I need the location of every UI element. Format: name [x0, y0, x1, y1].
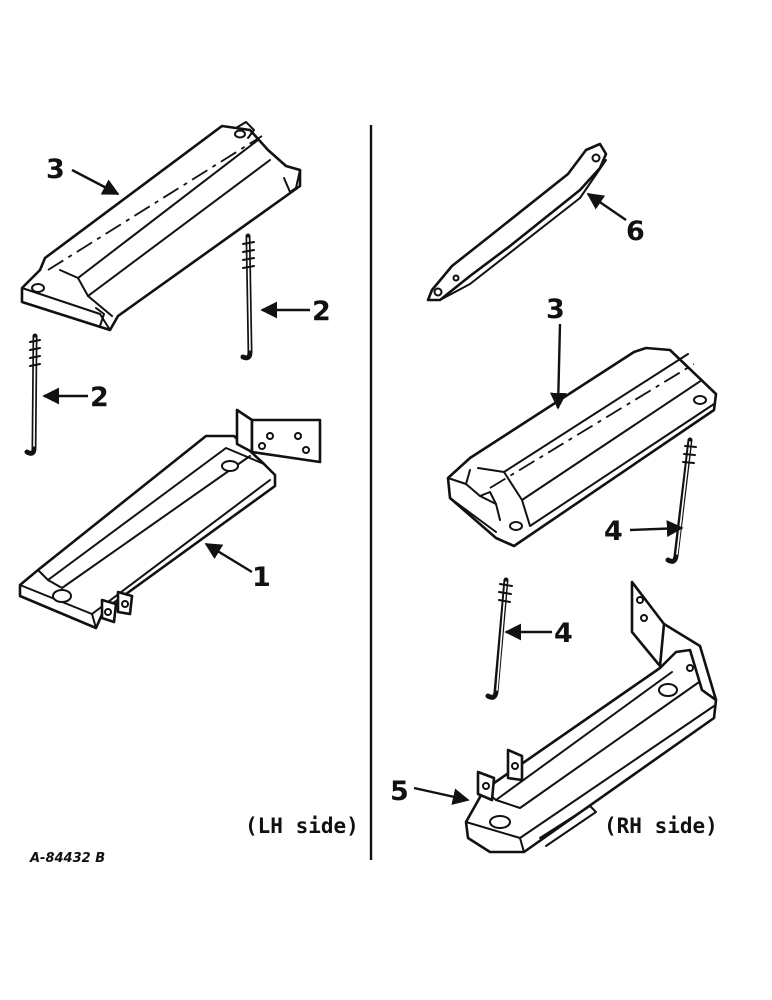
- callout-lh-rod-a: 2: [312, 296, 331, 327]
- caption-rh-side: (RH side): [604, 814, 718, 838]
- callout-rh-cover: 3: [546, 294, 565, 325]
- callout-lh-rod-b: 2: [90, 382, 109, 413]
- rh-strap: [426, 142, 608, 302]
- callout-rh-rod-a: 4: [604, 516, 623, 547]
- rh-hold-down-rod-a: [665, 437, 697, 564]
- rh-battery-tray: [464, 580, 718, 854]
- rh-battery-cover: [446, 346, 718, 548]
- caption-lh-side: (LH side): [245, 814, 359, 838]
- lh-hold-down-rod-b: [24, 333, 41, 456]
- callout-rh-clip: 5: [390, 776, 409, 807]
- lh-hold-down-rod-a: [240, 233, 255, 361]
- callout-rh-strap: 6: [626, 216, 645, 247]
- rh-callouts: 6 3 4 4 5: [390, 193, 684, 807]
- lh-battery-tray: [18, 408, 322, 630]
- drawing-code: A-84432 B: [29, 851, 105, 866]
- callout-lh-cover: 3: [46, 154, 65, 185]
- lh-callouts: 3 2 2 1: [42, 154, 331, 593]
- rh-hold-down-rod-b: [485, 577, 513, 700]
- lh-battery-cover: [20, 121, 302, 332]
- callout-lh-tray: 1: [252, 562, 271, 593]
- callout-rh-rod-b: 4: [554, 618, 573, 649]
